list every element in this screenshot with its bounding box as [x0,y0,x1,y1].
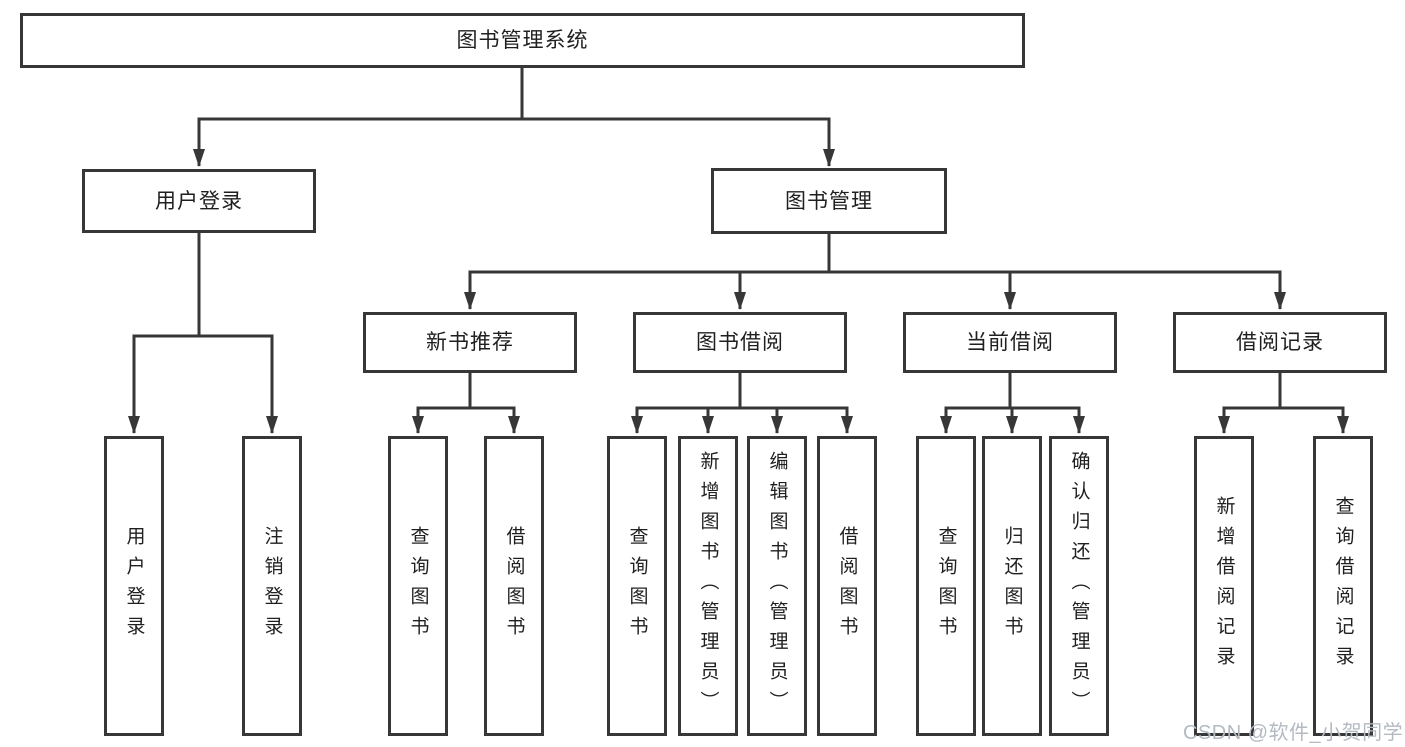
node-current-borrowing: 当前借阅 [903,312,1117,373]
node-book-borrowing: 图书借阅 [633,312,847,373]
node-label: 归还图书 [1001,526,1023,646]
leaf-query-books-3: 查询图书 [916,436,976,736]
watermark: CSDN @软件_小贺同学 [1183,722,1404,744]
connector-root-to-level2 [193,68,835,167]
leaf-borrow-books-1: 借阅图书 [484,436,544,736]
connector-book-borrow-to-leaves [631,373,853,434]
leaf-user-login: 用户登录 [104,436,164,736]
connector-book-mgmt-to-level3 [464,234,1286,310]
leaf-edit-book-admin: 编辑图书（管理员） [747,436,807,736]
node-label: 当前借阅 [966,331,1054,354]
leaf-query-borrow-record: 查询借阅记录 [1313,436,1373,736]
node-library-system: 图书管理系统 [20,13,1025,68]
leaf-logout-login: 注销登录 [242,436,302,736]
node-label: 查询借阅记录 [1332,496,1354,676]
node-label: 查询图书 [626,526,648,646]
node-book-management: 图书管理 [711,168,947,234]
node-label: 新增图书（管理员） [697,451,719,721]
node-label: 借阅图书 [836,526,858,646]
connector-borrow-records-to-leaves [1218,373,1349,434]
node-label: 查询图书 [935,526,957,646]
node-label: 用户登录 [123,526,145,646]
node-label: 用户登录 [155,189,243,213]
node-label: 确认归还（管理员） [1068,451,1090,721]
node-label: 编辑图书（管理员） [766,451,788,721]
node-new-book-recommend: 新书推荐 [363,312,577,373]
node-label: 图书管理 [785,189,873,213]
node-label: 查询图书 [407,526,429,646]
node-label: 注销登录 [261,526,283,646]
connector-current-borrow-to-leaves [940,373,1085,434]
connector-user-login-to-leaves [128,233,278,434]
node-borrowing-records: 借阅记录 [1173,312,1387,373]
leaf-return-books: 归还图书 [982,436,1042,736]
leaf-query-books-2: 查询图书 [607,436,667,736]
node-label: 借阅记录 [1236,331,1324,354]
node-label: 图书借阅 [696,331,784,354]
leaf-query-books-1: 查询图书 [388,436,448,736]
node-label: 新书推荐 [426,331,514,354]
connector-new-book-to-leaves [412,373,520,434]
node-label: 借阅图书 [503,526,525,646]
node-label: 图书管理系统 [456,29,589,52]
leaf-confirm-return-admin: 确认归还（管理员） [1049,436,1109,736]
leaf-borrow-books-2: 借阅图书 [817,436,877,736]
node-user-login: 用户登录 [82,169,316,233]
leaf-add-book-admin: 新增图书（管理员） [678,436,738,736]
leaf-add-borrow-record: 新增借阅记录 [1194,436,1254,736]
node-label: 新增借阅记录 [1213,496,1235,676]
